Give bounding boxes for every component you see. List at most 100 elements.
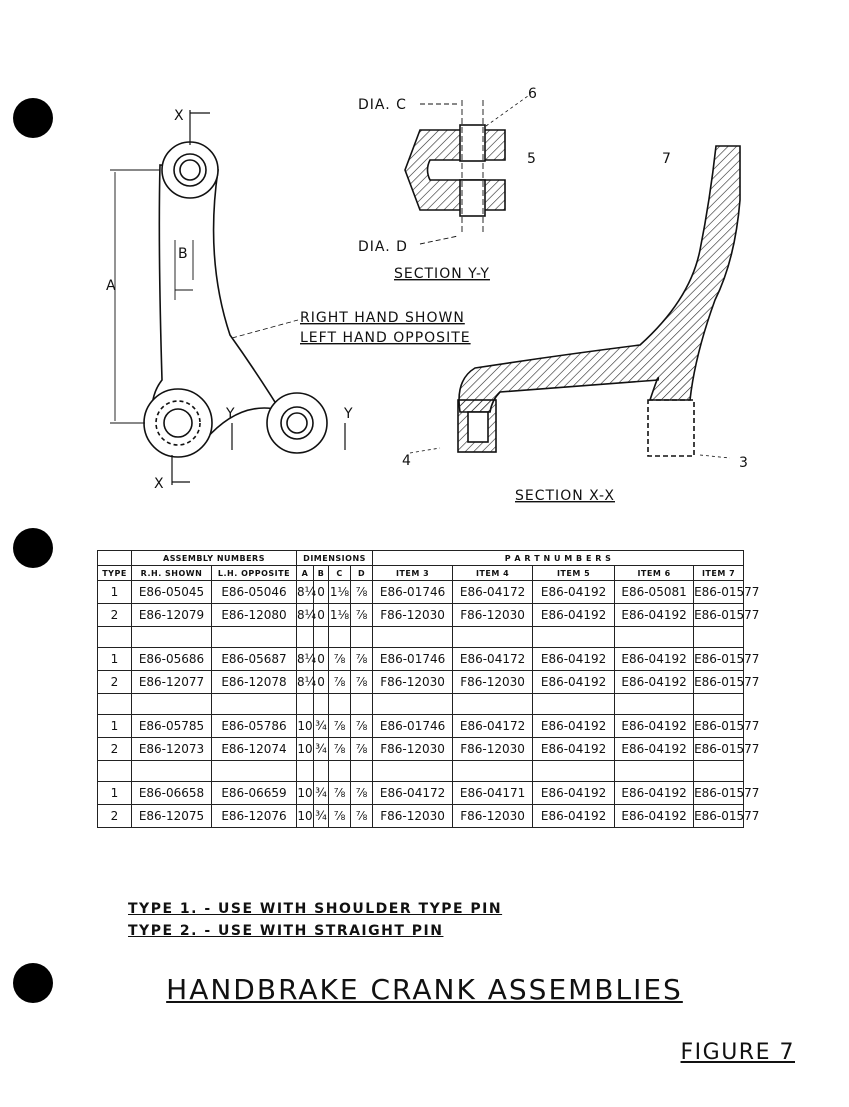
col-header-d: D [350,565,374,581]
table-cell: E86-01577 [693,670,759,694]
table-cell: F86-12030 [452,737,534,761]
table-cell-empty [210,760,298,782]
table-cell: E86-05687 [210,647,298,671]
table-cell-empty [131,693,212,715]
table-cell: F86-12030 [372,603,454,627]
table-cell: E86-05786 [210,714,298,738]
table-cell: 8¼ [296,603,316,627]
table-cell: E86-12074 [210,737,298,761]
section-mark-y-right: Y [343,406,354,422]
group-header-type-blank [97,550,132,566]
table-cell: E86-04172 [452,647,534,671]
type-1-note: TYPE 1. - USE WITH SHOULDER TYPE PIN [128,901,503,917]
table-cell: 2 [97,603,132,627]
table-cell: 8¼ [296,670,316,694]
table-cell-empty [452,693,534,715]
section-mark-x-bottom: X [154,476,165,492]
table-cell: E86-04192 [614,670,695,694]
table-cell: E86-12075 [131,804,212,828]
table-cell: 2 [97,804,132,828]
table-cell-empty [452,760,534,782]
table-cell-empty [131,626,212,648]
table-cell-empty [372,626,454,648]
callout-4: 4 [402,453,412,469]
table-cell: E86-12078 [210,670,298,694]
table-cell: 10 [296,714,315,738]
table-cell: 1 [97,647,132,671]
table-cell: E86-05046 [210,580,298,604]
part-numbers-table: ASSEMBLY NUMBERS DIMENSIONS P A R T N U … [97,550,759,828]
table-cell-empty [296,760,315,782]
table-cell: E86-04192 [614,781,695,805]
table-cell-empty [372,760,454,782]
table-cell: E86-04172 [372,781,454,805]
table-cell-empty [350,760,374,782]
table-spacer-row [97,760,745,782]
table-cell: E86-05045 [131,580,212,604]
col-header-item-5: ITEM 5 [532,565,616,581]
column-header-row: TYPE R.H. SHOWN L.H. OPPOSITE A B C D IT… [97,565,745,581]
table-cell-empty [532,693,616,715]
table-cell: E86-04172 [452,714,534,738]
dimension-label-a: A [106,278,117,294]
table-cell: E86-01746 [372,580,454,604]
table-cell: ⅞ [350,804,374,828]
table-cell: F86-12030 [372,804,454,828]
table-cell-empty [296,626,315,648]
col-header-item-4: ITEM 4 [452,565,534,581]
table-cell: E86-04192 [614,603,695,627]
table-cell: E86-01577 [693,737,759,761]
table-cell: F86-12030 [452,603,534,627]
table-cell-empty [614,626,695,648]
table-cell: E86-01577 [693,804,759,828]
table-cell: E86-01746 [372,714,454,738]
table-cell-empty [210,693,298,715]
page-title: HANDBRAKE CRANK ASSEMBLIES [166,973,683,1006]
part-numbers-table-wrapper: ASSEMBLY NUMBERS DIMENSIONS P A R T N U … [97,550,759,828]
table-cell: E86-04192 [532,603,616,627]
section-y-y-view [404,95,529,245]
group-header-dimensions: DIMENSIONS [296,550,374,566]
group-header-row: ASSEMBLY NUMBERS DIMENSIONS P A R T N U … [97,550,745,566]
table-cell-empty [350,626,374,648]
table-cell: 10 [296,737,315,761]
table-cell-empty [328,760,352,782]
table-cell: 1 [97,714,132,738]
diameter-d-label: DIA. D [358,239,408,255]
table-cell-empty [328,693,352,715]
table-cell-empty [313,693,330,715]
figure-label: FIGURE 7 [680,1040,795,1065]
table-cell-empty [131,760,212,782]
table-cell: 10 [296,804,315,828]
binder-hole-middle [13,528,53,568]
table-cell: E86-04192 [532,647,616,671]
table-cell: E86-12080 [210,603,298,627]
table-cell: F86-12030 [372,670,454,694]
section-mark-y-left: Y [225,406,236,422]
table-cell-empty [693,626,745,648]
table-cell: ⅞ [328,781,352,805]
table-cell: 2 [97,737,132,761]
group-header-part: P A R T N U M B E R S [372,550,745,566]
technical-drawing: X X A B Y Y RIGHT HAND SHOWN LEFT HAND O… [106,86,748,504]
table-cell-empty [210,626,298,648]
table-cell: ⅞ [328,804,352,828]
group-header-assembly: ASSEMBLY NUMBERS [130,550,298,566]
col-header-b: B [313,565,330,581]
table-cell: ¾ [313,804,330,828]
table-cell: E86-12077 [131,670,212,694]
table-cell: E86-01577 [693,647,759,671]
table-cell-empty [614,693,695,715]
table-cell: 1⅛ [328,580,352,604]
table-cell: E86-01577 [693,580,759,604]
table-cell: ⅞ [328,714,352,738]
table-cell: E86-05081 [614,580,695,604]
table-cell: E86-12073 [131,737,212,761]
table-cell: E86-04172 [452,580,534,604]
